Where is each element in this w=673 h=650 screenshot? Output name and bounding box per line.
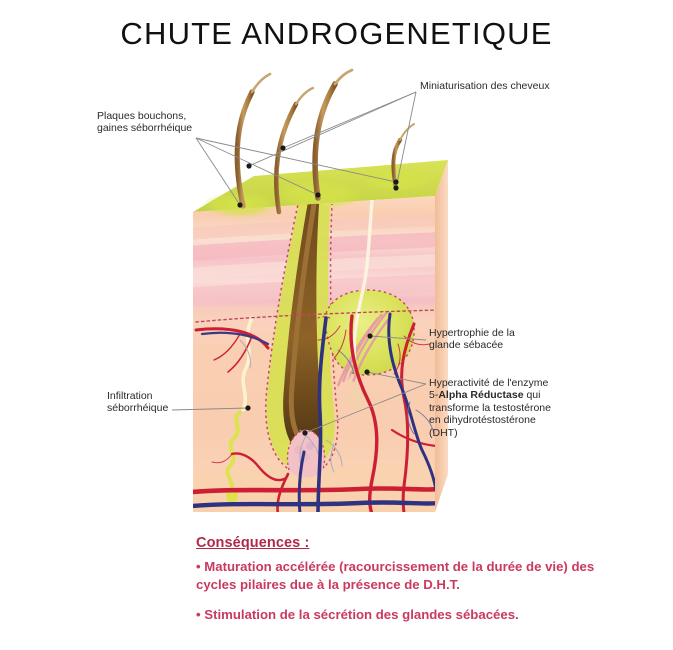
hair-shaft-2-tip bbox=[333, 68, 354, 86]
label-enzyme-pre: Hyperactivité de l'enzyme 5- bbox=[429, 377, 549, 402]
hair-shaft-3 bbox=[273, 101, 299, 215]
artery-main-center bbox=[349, 314, 379, 512]
leader-enzyme-2 bbox=[304, 383, 427, 434]
label-plaques-bouchons: Plaques bouchons, gaines séborrhéique bbox=[97, 110, 193, 135]
leader-plaques-3 bbox=[195, 137, 397, 183]
artery-main-left bbox=[194, 327, 270, 350]
hair-shaft-1 bbox=[234, 89, 255, 209]
vein-main-center bbox=[316, 316, 328, 512]
hair-shafts bbox=[234, 68, 415, 215]
artery-branch-a bbox=[227, 335, 253, 373]
leader-infiltration bbox=[171, 407, 249, 411]
label-enzyme-bold: Alpha Réductase bbox=[438, 389, 524, 402]
seborrheic-infiltration-coil bbox=[225, 410, 242, 492]
label-miniaturisation: Miniaturisation des cheveux bbox=[420, 80, 550, 92]
hair-shaft-3-tip bbox=[294, 86, 315, 106]
artery-horizontal-deep bbox=[193, 486, 435, 495]
vein-bulb bbox=[297, 450, 306, 512]
hair-root-shaft bbox=[288, 196, 318, 447]
page-title: CHUTE ANDROGENETIQUE bbox=[120, 16, 553, 51]
artery-branch-b bbox=[213, 333, 241, 361]
hair-shaft-2 bbox=[312, 81, 338, 201]
leader-plaques-2 bbox=[195, 137, 319, 196]
vein-horizontal-deep bbox=[193, 500, 435, 509]
hair-shaft-1-tip bbox=[250, 72, 272, 94]
artery-deep-net bbox=[390, 428, 435, 448]
consequence-bullet-1: • Maturation accélérée (racourcissement … bbox=[196, 559, 595, 592]
skin-right-face bbox=[435, 160, 448, 512]
leader-lines bbox=[171, 91, 427, 434]
artery-bulb-feed-2 bbox=[276, 472, 290, 512]
vein-right bbox=[387, 312, 435, 492]
consequence-bullet-2: • Stimulation de la sécrétion des glande… bbox=[196, 607, 519, 622]
artery-bulb-feed bbox=[230, 452, 288, 482]
leader-dots bbox=[237, 145, 399, 436]
consequences-block: Conséquences : • Maturation accélérée (r… bbox=[196, 534, 616, 637]
label-hypertrophie-glande: Hypertrophie de la glande sébacée bbox=[429, 327, 515, 352]
vasculature bbox=[193, 309, 435, 512]
leader-miniaturisation-1 bbox=[395, 91, 417, 189]
leader-hypertrophie bbox=[369, 335, 427, 341]
leader-miniaturisation-3 bbox=[248, 91, 417, 167]
vein-superficial bbox=[200, 331, 270, 346]
consequences-heading: Conséquences : bbox=[196, 535, 310, 551]
label-infiltration-seborrheique: Infiltration séborrhéique bbox=[107, 390, 169, 415]
sweat-gland-duct bbox=[352, 198, 374, 366]
superficial-plexus bbox=[195, 309, 435, 323]
hair-shaft-miniaturised-tip bbox=[399, 123, 415, 141]
label-enzyme-post: qui transforme la testostérone en dihydr… bbox=[429, 389, 551, 439]
leader-enzyme-1 bbox=[366, 371, 427, 385]
label-hyperactivite-enzyme: Hyperactivité de l'enzyme 5-Alpha Réduct… bbox=[429, 377, 579, 439]
leader-plaques-1 bbox=[195, 137, 241, 206]
